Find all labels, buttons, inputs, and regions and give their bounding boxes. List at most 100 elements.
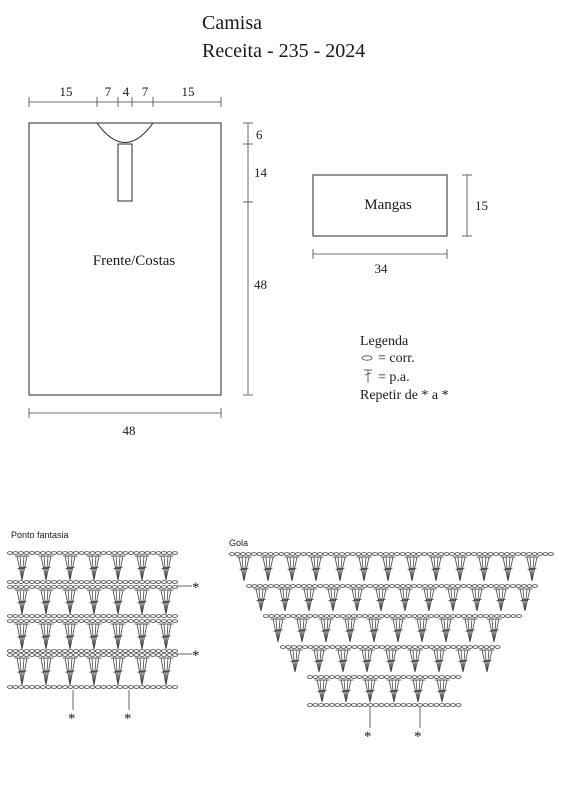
chain-stitch-icon [383, 675, 390, 679]
double-crochet-icon [117, 555, 126, 581]
chain-stitch-icon [149, 614, 156, 618]
chain-stitch-icon [155, 619, 162, 623]
chain-stitch-icon [67, 580, 74, 584]
chain-stitch-icon [482, 614, 489, 618]
chain-stitch-icon [17, 580, 24, 584]
double-crochet-icon [387, 556, 396, 582]
chain-stitch-icon [138, 685, 145, 689]
double-crochet-icon [428, 588, 437, 612]
double-crochet-icon [141, 623, 150, 650]
double-crochet-icon [486, 649, 495, 673]
chain-stitch-icon [155, 653, 162, 657]
chain-stitch-icon [356, 614, 363, 618]
chain-stitch-icon [361, 675, 368, 679]
chain-stitch-icon [171, 614, 178, 618]
chain-stitch-icon [95, 580, 102, 584]
chain-stitch-icon [95, 619, 102, 623]
chain-stitch-icon [78, 614, 85, 618]
chain-stitch-icon [355, 552, 362, 556]
chain-stitch-icon [106, 580, 113, 584]
chain-stitch-icon [234, 552, 241, 556]
chain-stitch-icon [526, 584, 533, 588]
chain-stitch-icon [323, 703, 330, 707]
double-crochet-icon [69, 623, 78, 650]
chain-stitch-icon [466, 614, 473, 618]
chain-stitch-icon [62, 551, 69, 555]
chain-stitch-icon [138, 619, 145, 623]
chain-stitch-icon [28, 551, 35, 555]
chain-stitch-icon [171, 649, 178, 653]
double-crochet-icon [165, 623, 174, 650]
stitch-pattern-label: Ponto fantasia [11, 530, 69, 540]
chain-stitch-icon [228, 552, 235, 556]
chain-stitch-icon [45, 614, 52, 618]
chain-stitch-icon [144, 614, 151, 618]
chain-stitch-icon [470, 552, 477, 556]
chain-stitch-icon [138, 551, 145, 555]
chain-stitch-icon [394, 614, 401, 618]
double-crochet-icon [243, 556, 252, 582]
chain-stitch-icon [45, 619, 52, 623]
chain-stitch-icon [67, 653, 74, 657]
chain-stitch-icon [406, 645, 413, 649]
chain-stitch-icon [323, 645, 330, 649]
chain-stitch-icon [427, 675, 434, 679]
chain-stitch-icon [67, 685, 74, 689]
double-crochet-icon [531, 556, 540, 582]
chain-stitch-icon [106, 614, 113, 618]
chain-stitch-icon [171, 580, 178, 584]
chain-stitch-icon [493, 584, 500, 588]
chain-stitch-icon [40, 619, 47, 623]
collar-repeat-mark-2: * [414, 729, 422, 745]
chain-stitch-icon [262, 614, 269, 618]
chain-stitch-icon [383, 703, 390, 707]
chain-stitch-icon [400, 675, 407, 679]
chain-stitch-icon [367, 614, 374, 618]
chain-stitch-icon [351, 645, 358, 649]
chain-stitch-icon [366, 584, 373, 588]
chain-stitch-icon [23, 619, 30, 623]
chain-stitch-icon [133, 551, 140, 555]
chain-stitch-icon [382, 552, 389, 556]
chain-stitch-icon [268, 614, 275, 618]
body-piece: Frente/Costas 15 7 4 7 15 6 14 48 [28, 84, 268, 438]
chain-stitch-icon [12, 551, 19, 555]
chain-stitch-icon [78, 649, 85, 653]
double-crochet-icon [165, 555, 174, 581]
chain-stitch-icon [433, 675, 440, 679]
chain-stitch-icon [127, 551, 134, 555]
chain-stitch-icon [17, 614, 24, 618]
chain-stitch-icon [360, 552, 367, 556]
chain-stitch-icon [499, 614, 506, 618]
chain-stitch-icon [444, 614, 451, 618]
sleeve-piece: Mangas 15 34 [312, 174, 488, 276]
chain-stitch-icon [405, 703, 412, 707]
chain-stitch-icon [67, 649, 74, 653]
chain-stitch-icon [334, 703, 341, 707]
chain-stitch-icon [28, 614, 35, 618]
chain-stitch-icon [84, 580, 91, 584]
chain-stitch-icon [411, 675, 418, 679]
chain-stitch-icon [144, 653, 151, 657]
chain-stitch-icon [256, 552, 263, 556]
chain-stitch-icon [404, 552, 411, 556]
chain-stitch-icon [421, 552, 428, 556]
chain-stitch-icon [155, 580, 162, 584]
double-crochet-icon [45, 555, 54, 581]
chain-stitch-icon [405, 584, 412, 588]
top-measure: 15 7 4 7 15 [28, 84, 222, 107]
chain-stitch-icon [73, 619, 80, 623]
side-measure-3: 48 [254, 277, 267, 292]
chain-stitch-icon [466, 645, 473, 649]
chain-stitch-icon [317, 584, 324, 588]
chain-stitch-icon [84, 614, 91, 618]
double-crochet-icon [93, 555, 102, 581]
chain-stitch-icon [389, 645, 396, 649]
chain-stitch-icon [89, 649, 96, 653]
chain-stitch-icon [394, 584, 401, 588]
chain-stitch-icon [349, 552, 356, 556]
chain-stitch-icon [307, 645, 314, 649]
chain-stitch-icon [7, 685, 13, 689]
double-crochet-icon [380, 588, 389, 612]
